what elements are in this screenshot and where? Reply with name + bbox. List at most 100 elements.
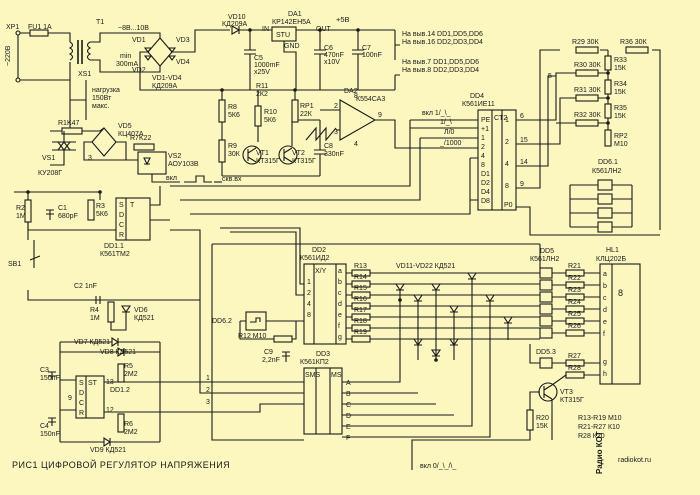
r6-resistor [117, 413, 125, 433]
res-label: R15 [354, 285, 367, 292]
c5-capacitor [244, 30, 256, 90]
dd2-output-resistors: R13 R14 R15 R16 R17 R18 R19 [351, 263, 371, 343]
dd4-pin: P0 [504, 202, 513, 209]
vkl2-wire [411, 430, 531, 470]
secondary-wire [90, 32, 161, 73]
segment-pin: a [338, 268, 342, 275]
c8-value: 330nF [324, 151, 344, 158]
r2-label: R2 [16, 205, 25, 212]
dd4-input-wire [410, 119, 478, 201]
res-label: R26 [568, 323, 581, 330]
vt2-type: КТ315Г [292, 158, 316, 165]
inverter-gate [597, 221, 613, 233]
r31-resistor [575, 94, 599, 102]
fu1-label: FU1 1A [28, 24, 52, 31]
skvkhn-label: скв.вх [222, 176, 242, 183]
mux-input: F [346, 435, 350, 442]
vkl-pulse [184, 175, 212, 183]
vd2-label: VD2 [132, 67, 146, 74]
c6-voltage: x10V [324, 59, 340, 66]
dd3-multiplexer [303, 367, 343, 435]
vt3-type: КТ315Г [560, 397, 584, 404]
fuse-fu1 [29, 29, 49, 37]
vs2-led [143, 157, 151, 166]
vd5-type: КЦ407А [118, 131, 144, 138]
res-label: R14 [354, 274, 367, 281]
junction [220, 88, 224, 92]
dd62-wire [239, 320, 304, 340]
c7-capacitor [352, 30, 364, 90]
dd53-wire [529, 344, 600, 376]
mains-label: ~220В [5, 45, 12, 66]
r1-resistor [61, 127, 83, 135]
c6-capacitor [314, 30, 326, 90]
r5-value: 2M2 [124, 371, 138, 378]
r8-label: R8 [228, 104, 237, 111]
matrix-diode [502, 316, 514, 324]
r10-label: R10 [264, 109, 277, 116]
dd3-ms: MS [331, 372, 342, 379]
dd12-r: R [79, 410, 84, 417]
figure-caption: РИС1 ЦИФРОВОЙ РЕГУЛЯТОР НАПРЯЖЕНИЯ [12, 459, 230, 470]
c2-label: C2 1nF [74, 283, 97, 290]
r36-label: R36 30К [620, 39, 648, 46]
c4-label: C4 [40, 423, 49, 430]
junction [26, 190, 30, 194]
r10-value: 5К6 [264, 117, 276, 124]
bridge-type: КД209А [152, 83, 177, 90]
segment-pin: c [603, 295, 607, 302]
da1-gnd: GND [284, 43, 300, 50]
vs1-label: VS1 [42, 155, 55, 162]
dd61-inverters [597, 179, 613, 233]
da2-pin9: 9 [378, 112, 382, 119]
r31-label: R31 30К [574, 87, 602, 94]
dd4-signal-3: Л/0 [444, 129, 455, 136]
vt2-label: VT2 [292, 150, 305, 157]
sec-voltage-label: ~8В...10В [118, 25, 149, 32]
r1-label: R1K47 [58, 120, 80, 127]
dd61-type: К561ЛН2 [592, 168, 621, 175]
logo-url: radiokot.ru [618, 457, 651, 464]
c5-label: C5 [254, 55, 263, 62]
r34-value: 15К [614, 89, 627, 96]
vt1-symbol [247, 147, 257, 163]
dd4-type: К561ИЕ11 [462, 101, 495, 108]
dd11-s: S [119, 202, 124, 209]
junction [293, 88, 297, 92]
r4-resistor [107, 301, 115, 323]
dd2-pin: 8 [307, 312, 311, 319]
dd4-pin: 4 [505, 161, 509, 168]
rating-line-2: R21-R27 К10 [578, 424, 620, 431]
supply-note-1: На выв.14 DD1,DD5,DD6 [402, 31, 483, 38]
vd10-label: VD10 [228, 14, 246, 21]
bridge-rectifier [147, 37, 173, 67]
pin3-label: 3 [88, 155, 92, 162]
vd10-type: КД209А [222, 21, 247, 28]
dd11-trigger [115, 197, 151, 241]
t1-primary [68, 41, 74, 61]
logo: Радио КОТ radiokot.ru [595, 431, 651, 474]
display-section: DD5 К561ЛН2 R21 R22 R23 R24 R25 R26 HL1 [411, 244, 641, 470]
r33-resistor [604, 55, 612, 71]
rp2-label: RP2 [614, 133, 628, 140]
dd4-pin: 8 [505, 183, 509, 190]
rp1-value: 22К [300, 111, 313, 118]
r6-value: 2M2 [124, 429, 138, 436]
da2-pin8: 8 [354, 93, 358, 100]
r10-resistor [254, 105, 262, 127]
da2-pin4: 4 [354, 141, 358, 148]
bridge-label: VD1-VD4 [152, 75, 182, 82]
vt3-label: VT3 [560, 389, 573, 396]
segment-pin: c [338, 290, 342, 297]
r27-label: R27 [568, 353, 581, 360]
da2-pin3: 3 [334, 129, 338, 136]
da2-comparator [339, 99, 377, 141]
da1-stu: STU [276, 32, 290, 39]
dd4-signal-2: 1/_\ [440, 119, 452, 126]
c9-label: C9 [264, 349, 273, 356]
r20-label: R20 [536, 415, 549, 422]
dd4-pin15: 15 [520, 137, 528, 144]
r33-label: R33 [614, 57, 627, 64]
diodes-label: VD11-VD22 КД521 [396, 263, 455, 270]
